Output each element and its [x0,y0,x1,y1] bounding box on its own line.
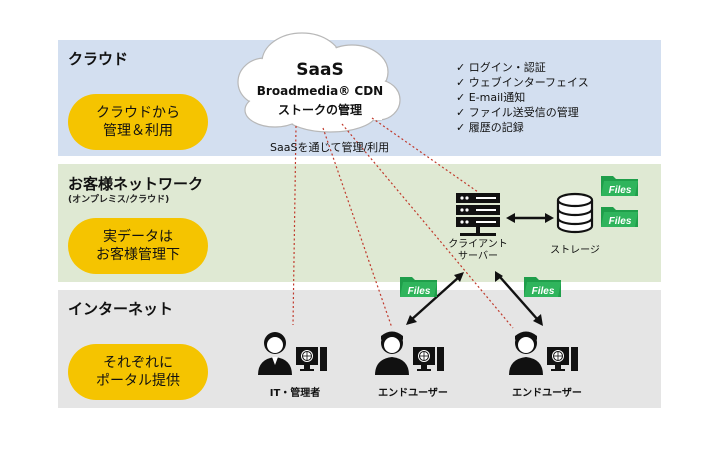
files-label: Files [408,286,431,297]
admin-pc-icon [296,347,327,371]
files-label: Files [609,185,632,196]
end-user-2-pc-icon [547,347,578,371]
saas-product-name: Broadmedia® CDN [256,84,384,98]
end-user-2-label: エンドユーザー [512,388,582,399]
cloud-band-title: クラウド [68,50,129,68]
files-label: Files [609,216,632,227]
files-folder-icon: Files [600,172,640,197]
saas-product-subtitle: ストークの管理 [277,103,362,117]
admin-person-icon [258,332,292,375]
internet-pill: それぞれに ポータル提供 [68,344,208,400]
feature-item: ✓ ウェブインターフェイス [456,76,589,89]
cloud-pill-line1: クラウドから [96,105,180,121]
admin-label: IT・管理者 [269,388,321,399]
files-folder-icon: Files [600,203,640,228]
feature-item: ✓ ログイン・認証 [456,61,546,74]
dotted-connections [292,117,514,329]
cloud-pill-line2: 管理＆利用 [103,123,173,139]
end-user-1-pc-icon [413,347,444,371]
internet-pill-line1: それぞれに [103,355,173,371]
customer-band-title: お客様ネットワーク [68,175,204,193]
files-label: Files [532,286,555,297]
feature-item: ✓ E-mail通知 [456,91,526,104]
server-label: クライアント サーバー [440,239,516,263]
customer-pill-line1: 実データは [103,229,173,245]
internet-band-title: インターネット [68,300,174,318]
feature-list: ✓ ログイン・認証 ✓ ウェブインターフェイス ✓ E-mail通知 ✓ ファイ… [456,60,589,135]
files-folder-icon: Files [399,273,439,298]
customer-band-subtitle: (オンプレミス/クラウド) [68,195,170,205]
customer-pill: 実データは お客様管理下 [68,218,208,274]
connection-arrows [406,213,554,326]
end-user-1-person-icon [375,331,409,375]
internet-pill-line2: ポータル提供 [96,373,180,389]
customer-pill-line2: お客様管理下 [96,247,180,263]
server-label-line1: クライアント [448,239,508,250]
storage-icon [556,192,594,234]
feature-item: ✓ ファイル送受信の管理 [456,106,579,119]
saas-caption: SaaSを通じて管理/利用 [270,141,390,154]
end-user-1-label: エンドユーザー [378,388,448,399]
end-user-2-person-icon [509,331,543,375]
server-label-line2: サーバー [458,251,498,262]
storage-label: ストレージ [550,245,600,256]
cloud-pill: クラウドから 管理＆利用 [68,94,208,150]
server-icon [456,193,500,236]
feature-item: ✓ 履歴の記録 [456,121,524,134]
saas-title: SaaS [296,60,344,80]
files-folder-icon: Files [523,273,563,298]
